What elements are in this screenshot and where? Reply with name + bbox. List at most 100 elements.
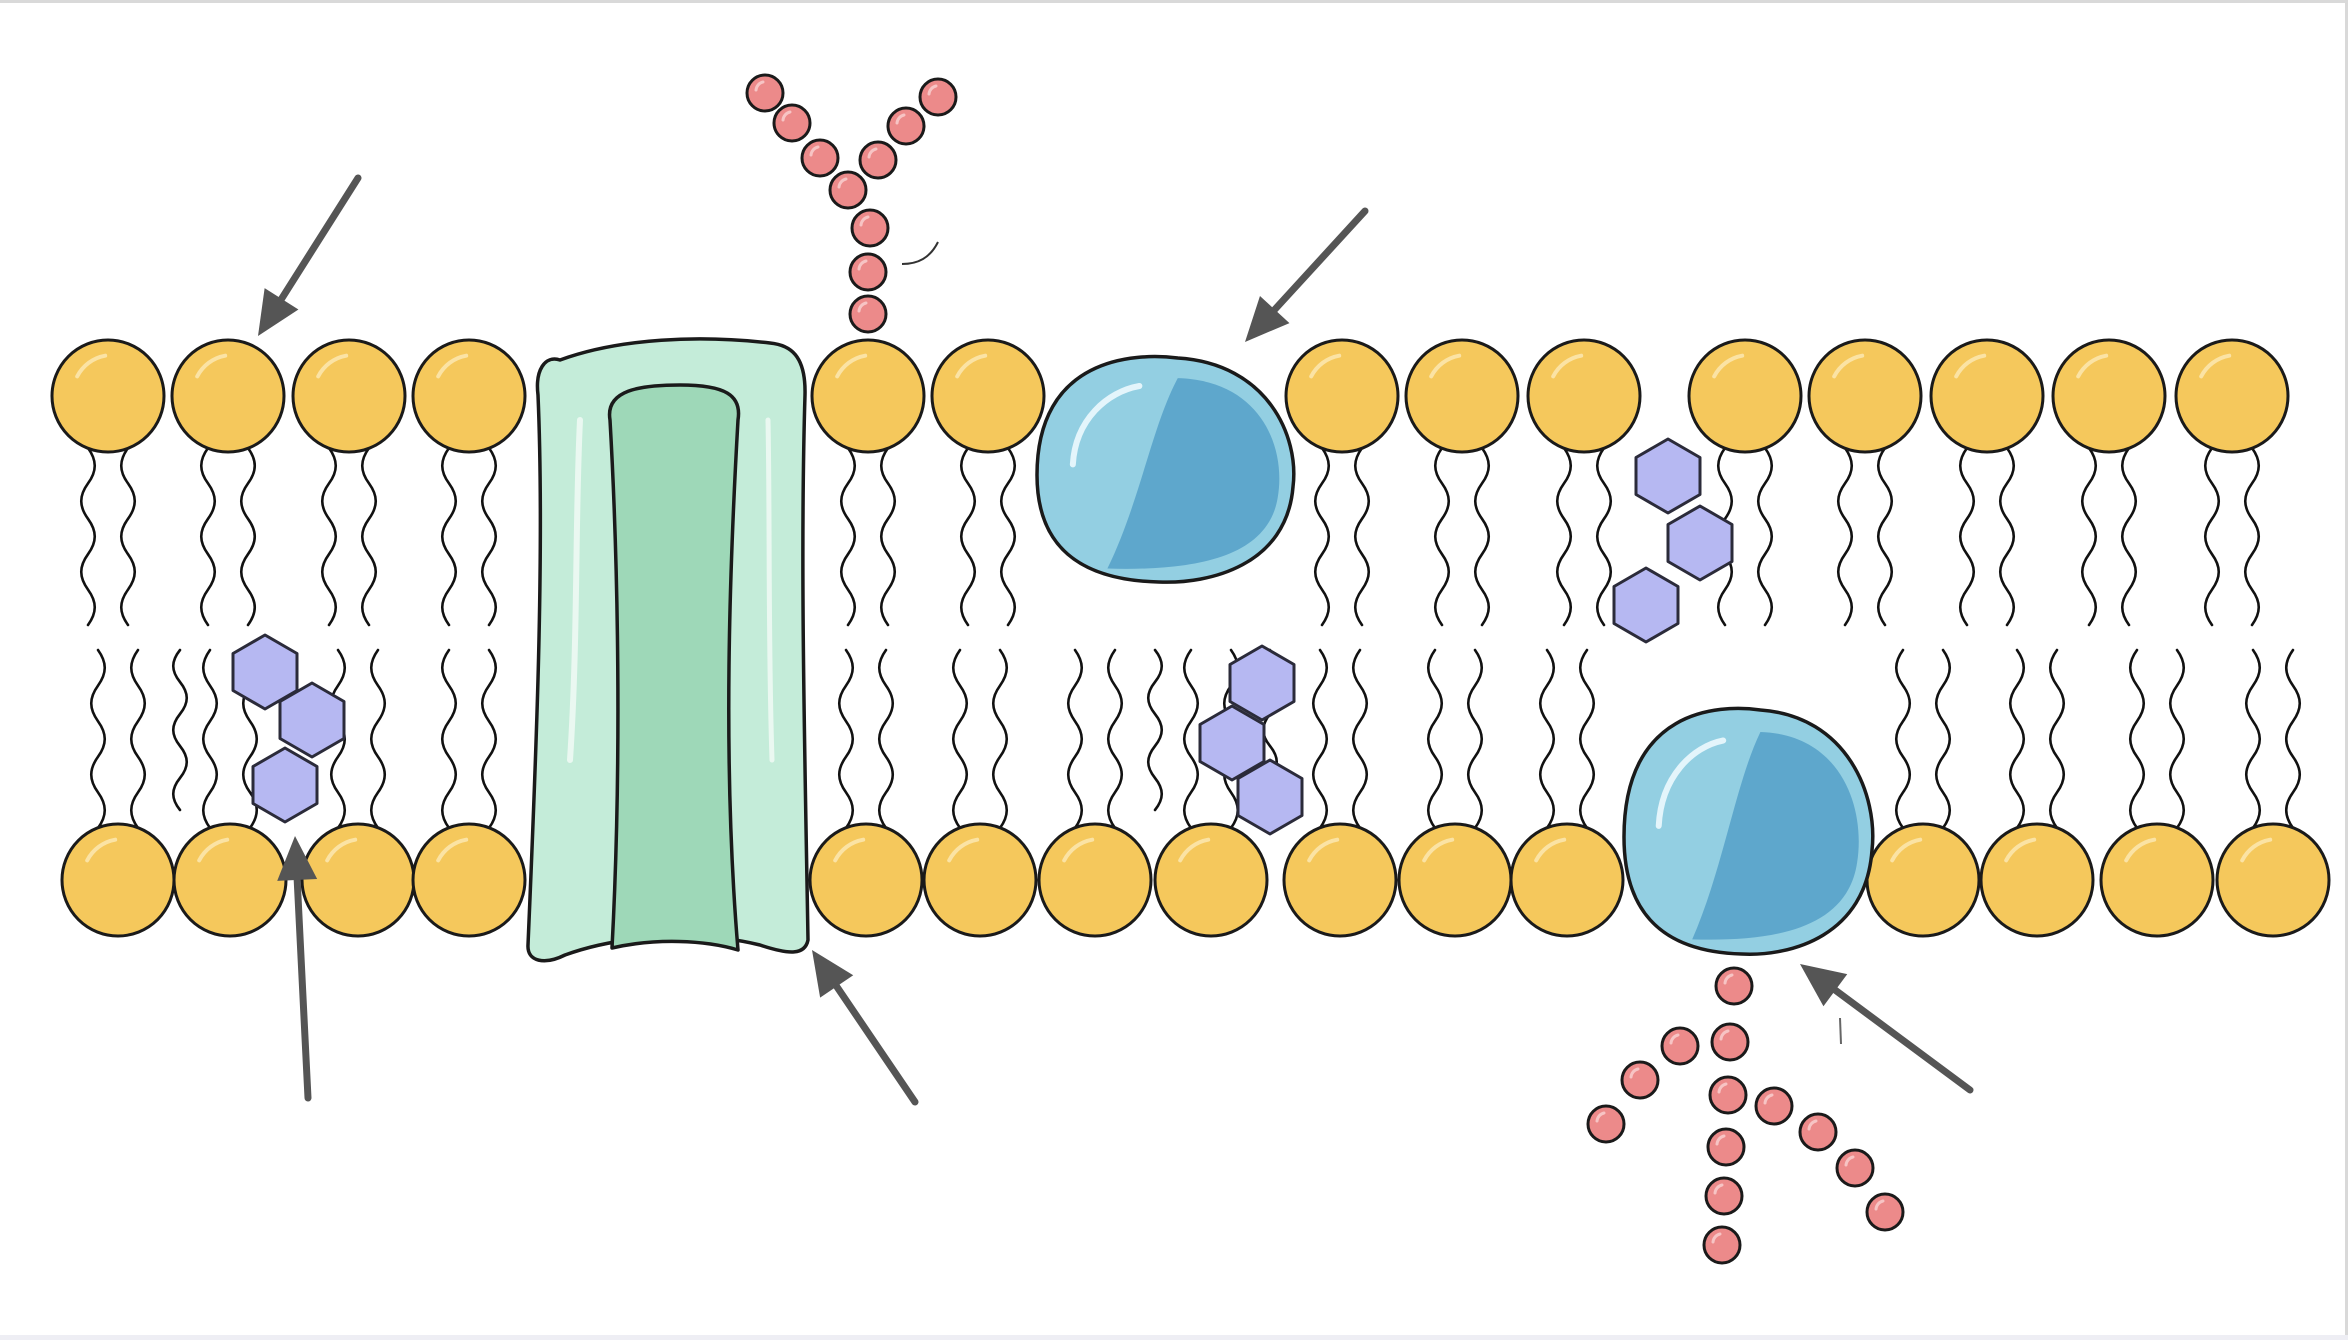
pointer-arrow — [277, 836, 318, 1102]
phospholipid-head — [2174, 338, 2290, 454]
sugar-bead-shape — [848, 294, 888, 334]
phospholipid-head-circle — [60, 822, 176, 938]
lipid-tail — [1351, 648, 1369, 830]
glycolipid-carbohydrate — [745, 73, 958, 334]
sugar-bead-highlight — [1713, 1183, 1724, 1195]
lipid-tails — [79, 446, 2302, 830]
sugar-bead-highlight — [857, 301, 868, 313]
pointer-arrows — [258, 174, 1974, 1106]
phospholipid-head — [2215, 822, 2331, 938]
sugar-bead-shape — [886, 106, 926, 146]
sugar-bead-highlight — [837, 177, 848, 189]
channel-protein-pore — [607, 383, 741, 952]
sugar-bead-shape — [848, 252, 888, 292]
phospholipid-head — [1526, 338, 1642, 454]
pointer-arrow — [258, 174, 362, 336]
cholesterol-molecules — [231, 437, 1734, 836]
protein-shade — [1107, 378, 1280, 569]
phospholipid-head — [1687, 338, 1803, 454]
lipid-tail — [1876, 446, 1894, 627]
phospholipid-head-circle — [50, 338, 166, 454]
phospholipid-head-circle — [1153, 822, 1269, 938]
sugar-bead-highlight — [1711, 1232, 1722, 1244]
sugar-bead-highlight — [867, 147, 878, 159]
phospholipid-head-circle — [1526, 338, 1642, 454]
cholesterol-ring — [1236, 758, 1304, 836]
lipid-tail — [877, 648, 895, 830]
phospholipid-head — [1397, 822, 1513, 938]
sugar-bead — [1754, 1086, 1794, 1126]
cholesterol-ring — [1612, 566, 1680, 644]
phospholipid-highlight — [1422, 837, 1455, 863]
phospholipid-highlight — [2199, 353, 2232, 379]
sugar-bead-shape — [1620, 1060, 1660, 1100]
phospholipid-head — [291, 338, 407, 454]
phospholipid-head — [1865, 822, 1981, 938]
lipid-tail — [1894, 648, 1912, 830]
lipid-tail — [1538, 648, 1556, 830]
phospholipid-head — [1929, 338, 2045, 454]
sugar-bead-shape — [1835, 1148, 1875, 1188]
pointer-arrow — [1245, 207, 1369, 342]
phospholipid-highlight — [2124, 837, 2157, 863]
sugar-bead-shape — [1798, 1112, 1838, 1152]
sugar-bead — [858, 140, 898, 180]
sugar-bead-highlight — [927, 84, 938, 96]
phospholipid-head — [810, 338, 926, 454]
phospholipid-highlight — [85, 837, 118, 863]
phospholipid-highlight — [1712, 353, 1745, 379]
sugar-bead — [1835, 1148, 1875, 1188]
phospholipid-head-circle — [411, 822, 527, 938]
phospholipid-highlight — [1178, 837, 1211, 863]
lipid-tail — [480, 648, 498, 830]
phospholipid-highlight — [1307, 837, 1340, 863]
sugar-bead — [848, 252, 888, 292]
phospholipid-head — [411, 822, 527, 938]
pointer-arrow — [1800, 964, 1974, 1094]
phospholipid-highlight — [1429, 353, 1462, 379]
cholesterol-ring — [1666, 504, 1734, 582]
cholesterol-middle — [1198, 644, 1304, 836]
globular-protein-bottom — [1622, 706, 1875, 956]
sugar-bead-shape — [918, 77, 958, 117]
cholesterol-left — [231, 633, 346, 824]
phospholipid-highlight — [955, 353, 988, 379]
lipid-tail — [1958, 446, 1976, 627]
tick-mark — [1839, 1017, 1842, 1045]
sugar-bead-shape — [1704, 1176, 1744, 1216]
sugar-bead-shape — [1586, 1104, 1626, 1144]
lipid-tail — [239, 446, 257, 627]
carbohydrate-chains — [745, 73, 1905, 1265]
phospholipid-highlight — [947, 837, 980, 863]
cholesterol-ring — [278, 681, 346, 759]
phospholipid-head-circle — [930, 338, 1046, 454]
lipid-tail — [320, 446, 338, 627]
phospholipid-highlight — [1954, 353, 1987, 379]
lipid-tail — [1146, 648, 1164, 812]
phospholipid-head — [1284, 338, 1400, 454]
phospholipid-head — [808, 822, 924, 938]
sugar-bead-highlight — [1874, 1199, 1885, 1211]
phospholipid-head — [1509, 822, 1625, 938]
phospholipid-head-circle — [1282, 822, 1398, 938]
lipid-tail — [1934, 648, 1952, 830]
phospholipid-highlight — [1534, 837, 1567, 863]
sugar-bead-highlight — [754, 80, 765, 92]
sugar-bead-highlight — [1719, 1029, 1730, 1041]
phospholipid-head — [930, 338, 1046, 454]
phospholipid-head-circle — [2174, 338, 2290, 454]
lipid-tail — [1473, 446, 1491, 627]
sugar-bead — [1620, 1060, 1660, 1100]
sugar-bead — [1706, 1127, 1746, 1167]
sugar-bead-shape — [828, 170, 868, 210]
phospholipid-head-circle — [1979, 822, 2095, 938]
phospholipid-head-circle — [411, 338, 527, 454]
phospholipid-head-circle — [170, 338, 286, 454]
lipid-tail — [1066, 648, 1084, 830]
phospholipid-head — [170, 338, 286, 454]
channel-protein-shape — [526, 337, 810, 963]
sugar-bead-highlight — [857, 259, 868, 271]
protein-highlight — [1655, 737, 1727, 829]
sugar-bead-highlight — [1717, 1082, 1728, 1094]
phospholipid-head — [922, 822, 1038, 938]
